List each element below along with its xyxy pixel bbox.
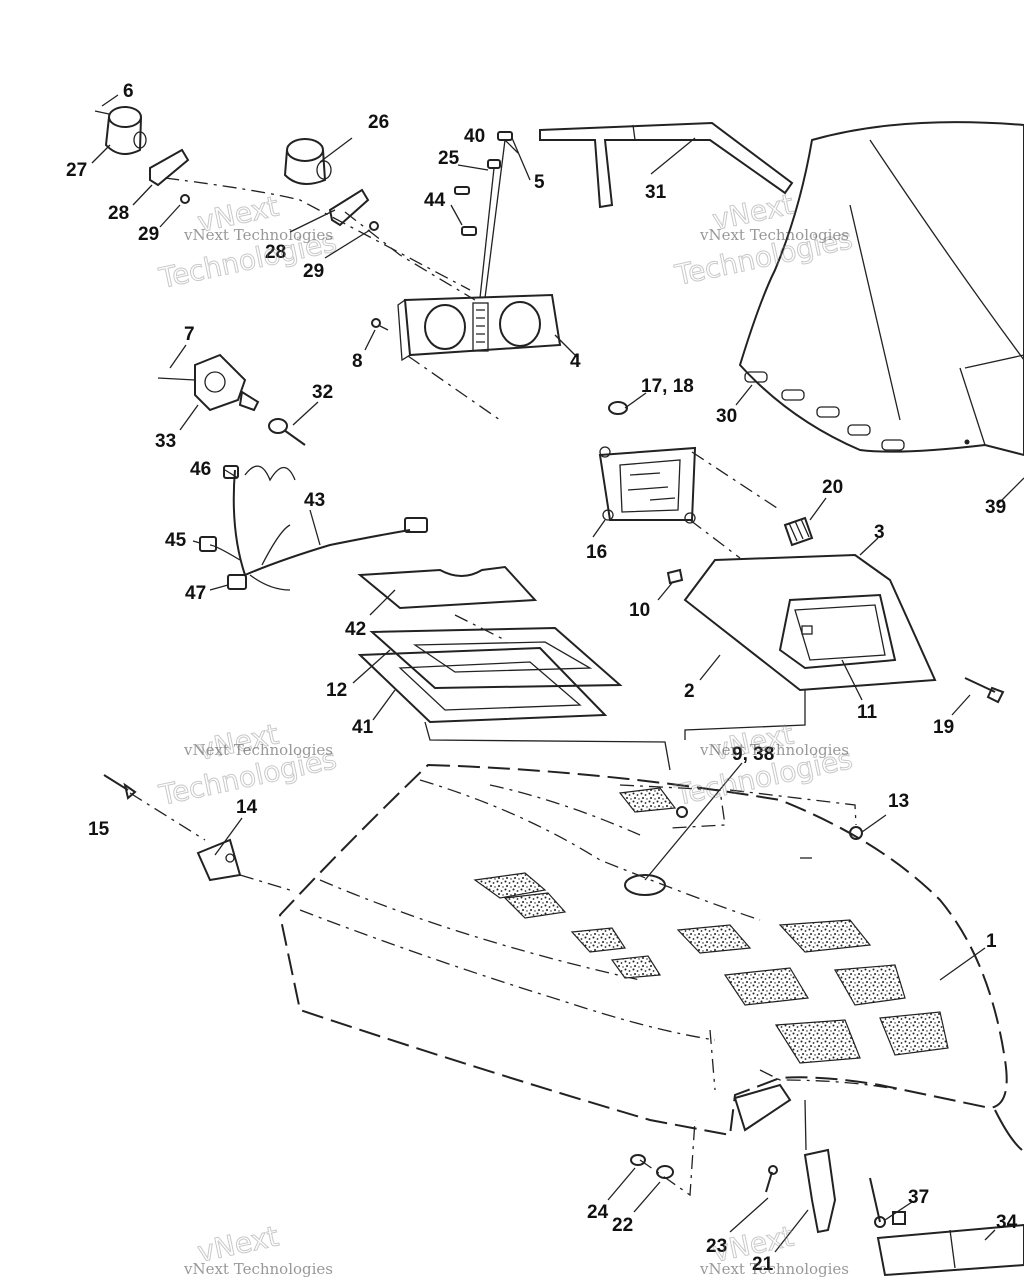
bulb-spring: [783, 516, 814, 547]
callout-46: 46: [190, 459, 211, 480]
watermark-top-right: vNext Technologies vNext Technologies: [671, 187, 856, 292]
watermark-mid-left: vNext Technologies vNext Technologies: [155, 717, 340, 812]
svg-text:vNext Technologies: vNext Technologies: [183, 741, 333, 759]
callout-1: 1: [986, 931, 997, 952]
light-socket: [157, 353, 306, 446]
callout-40: 40: [464, 126, 485, 147]
callout-28-right: 28: [265, 242, 286, 263]
callout-45: 45: [165, 530, 187, 551]
callout-5: 5: [534, 172, 545, 193]
svg-text:vNext Technologies: vNext Technologies: [183, 1260, 333, 1278]
leader-lines: [129, 177, 857, 1197]
callout-31: 31: [645, 182, 667, 203]
watermarks: vNext Technologies vNext Technologies vN…: [155, 187, 856, 1278]
callout-2: 2: [684, 681, 695, 702]
svg-text:vNext Technologies: vNext Technologies: [699, 226, 849, 244]
wire-harness: [199, 465, 428, 591]
callout-16: 16: [586, 542, 607, 563]
callout-14: 14: [236, 797, 258, 818]
callout-30: 30: [716, 406, 737, 427]
callout-23: 23: [706, 1236, 727, 1257]
hood: [278, 763, 1008, 1137]
callout-3: 3: [874, 522, 885, 543]
callout-44: 44: [424, 190, 446, 211]
svg-text:vNext Technologies: vNext Technologies: [699, 1260, 849, 1278]
callout-32: 32: [312, 382, 333, 403]
callout-15: 15: [88, 819, 110, 840]
callout-28-left: 28: [108, 203, 129, 224]
headlight: [598, 446, 697, 524]
callout-22: 22: [612, 1215, 633, 1236]
callout-42: 42: [345, 619, 366, 640]
plate-12: [369, 626, 623, 690]
callout-29-left: 29: [138, 224, 159, 245]
callout-4: 4: [570, 351, 581, 372]
callout-9-38: 9, 38: [732, 744, 774, 765]
callout-21: 21: [752, 1254, 774, 1275]
watermark-bottom-left: vNext vNext Technologies: [183, 1219, 333, 1278]
callout-39: 39: [985, 497, 1006, 518]
gauge-left: [94, 106, 190, 204]
callout-12: 12: [326, 680, 347, 701]
callout-10: 10: [629, 600, 650, 621]
bottom-hardware: [630, 1083, 1024, 1277]
callout-7: 7: [184, 324, 195, 345]
callout-24: 24: [587, 1202, 609, 1223]
callout-17-18: 17, 18: [641, 376, 694, 397]
headlight-housing: [666, 553, 937, 692]
gauge-right: [283, 138, 379, 231]
pad-42: [357, 565, 538, 610]
callout-29-right: 29: [303, 261, 324, 282]
watermark-bottom-right: vNext vNext Technologies: [699, 1219, 849, 1278]
callout-19: 19: [933, 717, 954, 738]
windshield-trim: [539, 121, 794, 209]
callout-47: 47: [185, 583, 206, 604]
svg-text:vNext Technologies: vNext Technologies: [183, 226, 333, 244]
callout-43: 43: [304, 490, 325, 511]
callout-labels: 6 27 28 29 26 28 29 40 25 44 5 31 8 4 7 …: [66, 81, 1018, 1275]
callout-26: 26: [368, 112, 389, 133]
callout-8: 8: [352, 351, 363, 372]
callout-34: 34: [996, 1212, 1018, 1233]
seal-41: [357, 646, 608, 724]
callout-41: 41: [352, 717, 374, 738]
switch-set: [454, 131, 513, 299]
bolt-19: [964, 677, 1005, 704]
callout-13: 13: [888, 791, 909, 812]
svg-text:vNext Technologies: vNext Technologies: [699, 741, 849, 759]
callout-37: 37: [908, 1187, 929, 1208]
callout-27: 27: [66, 160, 87, 181]
dash-panel: [371, 293, 562, 362]
small-bulb: [608, 401, 628, 415]
callout-leaders: [91, 94, 1024, 1253]
callout-11: 11: [857, 702, 878, 723]
callout-6: 6: [123, 81, 134, 102]
callout-20: 20: [822, 477, 843, 498]
callout-33: 33: [155, 431, 176, 452]
callout-25: 25: [438, 148, 460, 169]
windshield: [738, 121, 1024, 457]
